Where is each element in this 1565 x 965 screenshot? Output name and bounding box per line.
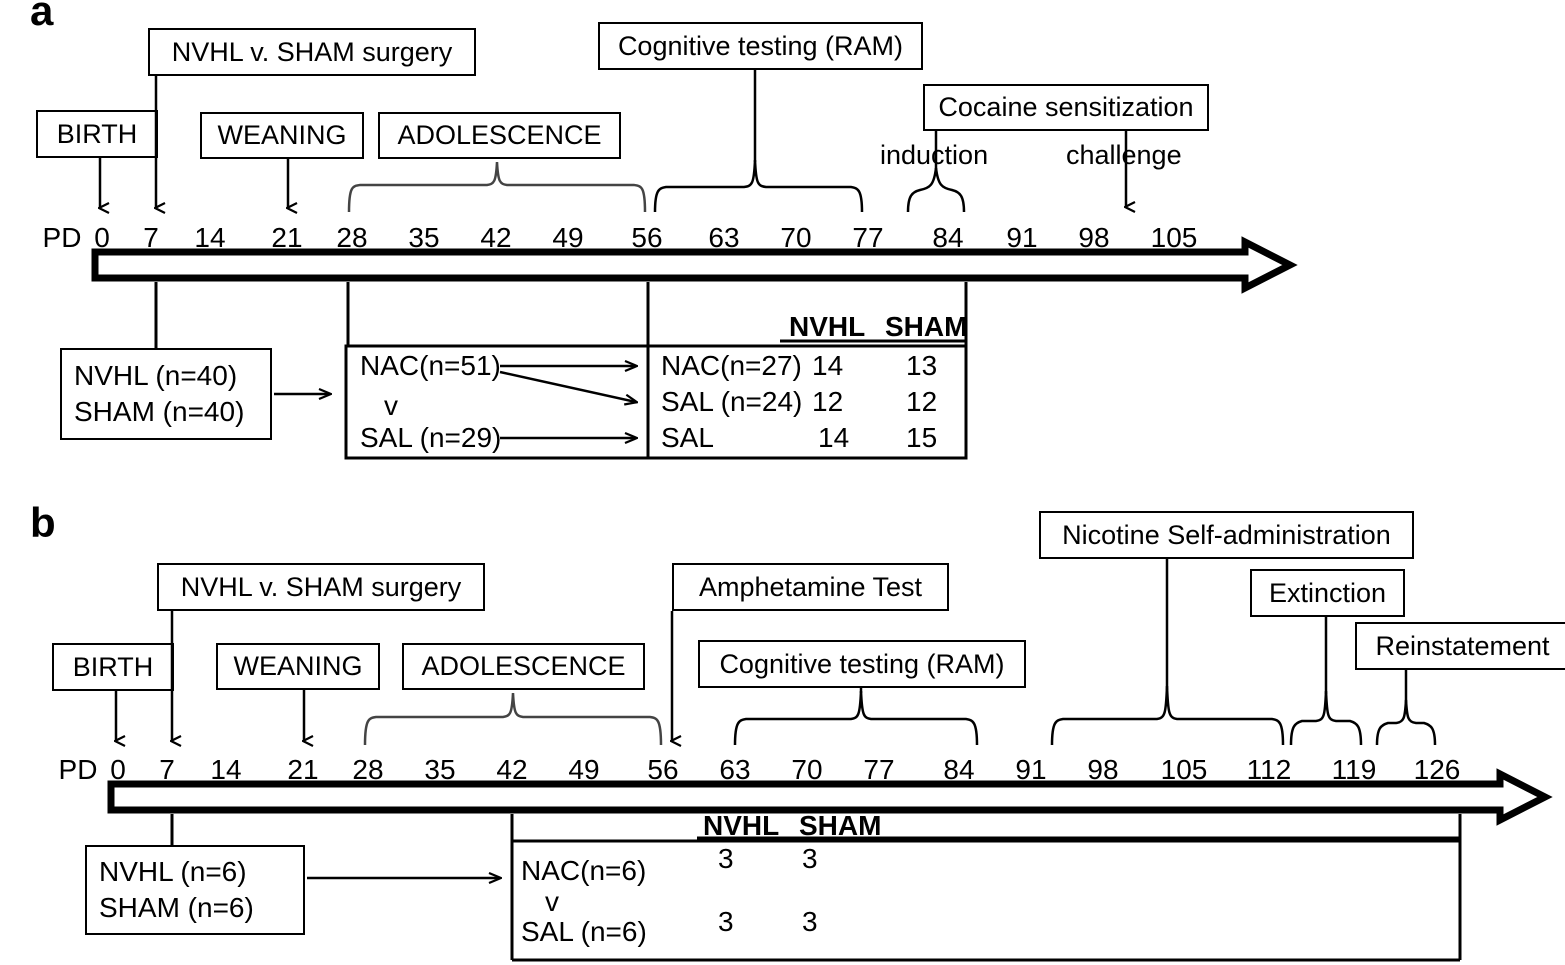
panel-b-results-row-2-group: v [545,886,559,917]
panel-a-results-row-2-group: SAL (n=24) [661,386,803,417]
panel-b-droplines [170,814,514,845]
panel-a-tick-14: 14 [194,222,226,253]
panel-a-results-header-nvhl: NVHL [789,311,866,342]
panel-b-results-row-3-sham: 3 [802,906,818,937]
panel-b-results-row-1-group: NAC(n=6) [521,855,647,886]
panel-b-tick-49: 49 [568,754,600,785]
panel-a-tick-42: 42 [480,222,512,253]
panel-b-box-nvhl-sham-surgery: NVHL v. SHAM surgery [157,563,485,611]
panel-a-treatment-v: v [384,390,398,421]
panel-b-results-row-3-nvhl: 3 [718,906,734,937]
panel-b-box-weaning: WEANING [216,643,380,690]
panel-a-cohort-box: NVHL (n=40) SHAM (n=40) [60,348,272,440]
panel-b-tick-7: 7 [159,754,175,785]
panel-a-results-row-1-group: NAC(n=27) [661,350,802,381]
panel-a-tick-35: 35 [408,222,440,253]
panel-b-brace-adolescence [363,692,663,746]
panel-a-tick-91: 91 [1006,222,1038,253]
panel-a-droplines [154,282,650,348]
panel-a-tick-49: 49 [552,222,584,253]
panel-b-tick-35: 35 [424,754,456,785]
panel-b-tick-56: 56 [647,754,679,785]
panel-a-box-adolescence: ADOLESCENCE [378,112,621,159]
panel-a-box-cocaine-sensitization: Cocaine sensitization [923,84,1209,131]
panel-b-results-header-nvhl: NVHL [703,810,780,841]
panel-a-tick-28: 28 [336,222,368,253]
panel-a-tick-98: 98 [1078,222,1110,253]
panel-b-results-row-1-sham: 3 [802,843,818,874]
panel-b-brace-reinstatement [1375,670,1437,746]
panel-b-tick-42: 42 [496,754,528,785]
panel-a-results-row-3-nvhl: 14 [818,422,850,453]
panel-a-results-header-sham: SHAM [885,311,968,342]
panel-b-tick-112: 112 [1246,754,1292,785]
panel-b-box-adolescence: ADOLESCENCE [402,643,645,690]
panel-b-cohort-line-1: NVHL (n=6) [99,856,247,887]
panel-b-brace-extinction [1289,617,1363,746]
panel-b-tick-14: 14 [210,754,242,785]
panel-b-tick-21: 21 [287,754,319,785]
panel-b-box-cognitive-testing: Cognitive testing (RAM) [698,640,1026,688]
panel-b-box-amphetamine-test: Amphetamine Test [672,563,949,611]
panel-b-tick-0: 0 [110,754,126,785]
panel-b-tick-91: 91 [1015,754,1047,785]
panel-a-box-weaning: WEANING [200,112,364,159]
panel-a-results-row-2-sham: 12 [906,386,938,417]
panel-b-tick-70: 70 [791,754,823,785]
panel-b-box-extinction: Extinction [1250,569,1405,617]
panel-a-cohort-line-2: SHAM (n=40) [74,396,245,427]
panel-a-tick-21: 21 [271,222,303,253]
panel-a-cohort-line-1: NVHL (n=40) [74,360,238,391]
panel-a-letter: a [30,0,54,34]
panel-b-timeline-prefix: PD [58,754,98,785]
panel-a-results-row-1-nvhl: 14 [812,350,844,381]
panel-b-tick-105: 105 [1160,754,1208,785]
panel-b-tick-63: 63 [719,754,751,785]
panel-b-brace-cognitive-testing [733,688,979,746]
panel-b-box-reinstatement: Reinstatement [1355,622,1565,670]
panel-a-tick-7: 7 [143,222,159,253]
panel-a-tick-105: 105 [1150,222,1198,253]
panel-a-box-cognitive-testing: Cognitive testing (RAM) [598,22,923,70]
panel-a-results-row-3-group: SAL [661,422,714,453]
panel-b-tick-28: 28 [352,754,384,785]
panel-a-brace-cognitive-testing [653,70,864,213]
panel-b-letter: b [30,499,56,546]
panel-b-tick-77: 77 [863,754,895,785]
panel-b-cohort-box: NVHL (n=6) SHAM (n=6) [85,845,305,935]
panel-a-results-row-3-sham: 15 [906,422,938,453]
panel-b-box-nicotine-self-administration: Nicotine Self-administration [1039,511,1414,559]
panel-b-results-row-3-group: SAL (n=6) [521,916,647,947]
panel-b-brace-nicotine [1050,559,1285,746]
panel-a-tick-77: 77 [852,222,884,253]
panel-a-box-nvhl-sham-surgery: NVHL v. SHAM surgery [148,28,476,76]
panel-a-label-induction: induction [880,140,989,170]
panel-a-tick-56: 56 [631,222,663,253]
panel-a-tick-63: 63 [708,222,740,253]
panel-a-box-birth: BIRTH [36,110,158,158]
panel-a-brace-adolescence [347,161,647,213]
panel-b-box-birth: BIRTH [52,643,174,691]
panel-a-tick-84: 84 [932,222,964,253]
panel-a-label-challenge: challenge [1066,140,1182,170]
panel-b-tick-98: 98 [1087,754,1119,785]
panel-a-arrow-nac-to-sal [499,370,636,402]
panel-b-tick-126: 126 [1413,754,1461,785]
panel-a-results-row-2-nvhl: 12 [812,386,844,417]
panel-b-results-row-1-nvhl: 3 [718,843,734,874]
panel-a-treatment-sal: SAL (n=29) [360,422,502,453]
panel-a-results-row-1-sham: 13 [906,350,938,381]
panel-a-tick-70: 70 [780,222,812,253]
panel-b-results-header-sham: SHAM [799,810,882,841]
panel-b-tick-119: 119 [1331,754,1377,785]
panel-b-cohort-line-2: SHAM (n=6) [99,892,254,923]
panel-a-timeline-prefix: PD [42,222,82,253]
panel-a-tick-0: 0 [94,222,110,253]
panel-a-treatment-nac: NAC(n=51) [360,350,501,381]
panel-b-tick-84: 84 [943,754,975,785]
panel-b-table-frame [510,814,1462,962]
